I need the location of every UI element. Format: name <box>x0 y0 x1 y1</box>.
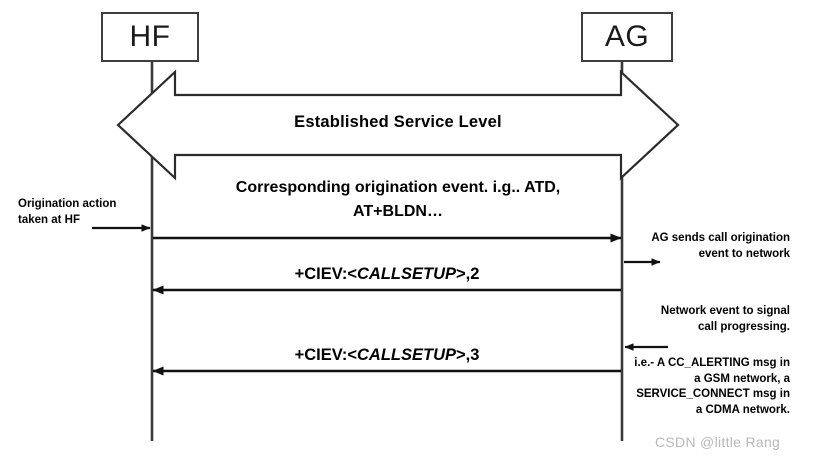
annotation-network-event: Network event to signal call progressing… <box>660 305 790 333</box>
established-service-level-label: Established Service Level <box>294 113 502 131</box>
actor-box-hf: HF <box>101 12 199 62</box>
established-service-level-arrow <box>116 69 680 181</box>
message-label-ciev-2-prefix: +CIEV:< <box>294 265 357 283</box>
watermark-label: CSDN @little Rang <box>655 434 781 450</box>
actor-label-hf: HF <box>129 20 171 53</box>
message-label-ciev-3-prefix: +CIEV:< <box>294 346 357 364</box>
annotation-origination-action: Origination action taken at HF <box>18 198 117 226</box>
message-label-ciev-3-param: CALLSETUP <box>356 346 456 364</box>
annotation-network-detail: i.e.- A CC_ALERTING msg in a GSM network… <box>634 357 790 416</box>
actor-box-ag: AG <box>581 12 673 62</box>
actor-label-ag: AG <box>604 20 650 53</box>
message-label-ciev-3-suffix: >,3 <box>455 346 480 364</box>
message-label-ciev-2-param: CALLSETUP <box>356 265 456 283</box>
message-label-ciev-3: +CIEV:<CALLSETUP>,3 <box>152 346 622 365</box>
corresponding-origination-event-note: Corresponding origination event. i.g.. A… <box>235 179 561 220</box>
message-label-ciev-2: +CIEV:<CALLSETUP>,2 <box>152 265 622 284</box>
message-label-ciev-2-suffix: >,2 <box>455 265 480 283</box>
annotation-ag-sends-call: AG sends call origination event to netwo… <box>651 232 790 260</box>
